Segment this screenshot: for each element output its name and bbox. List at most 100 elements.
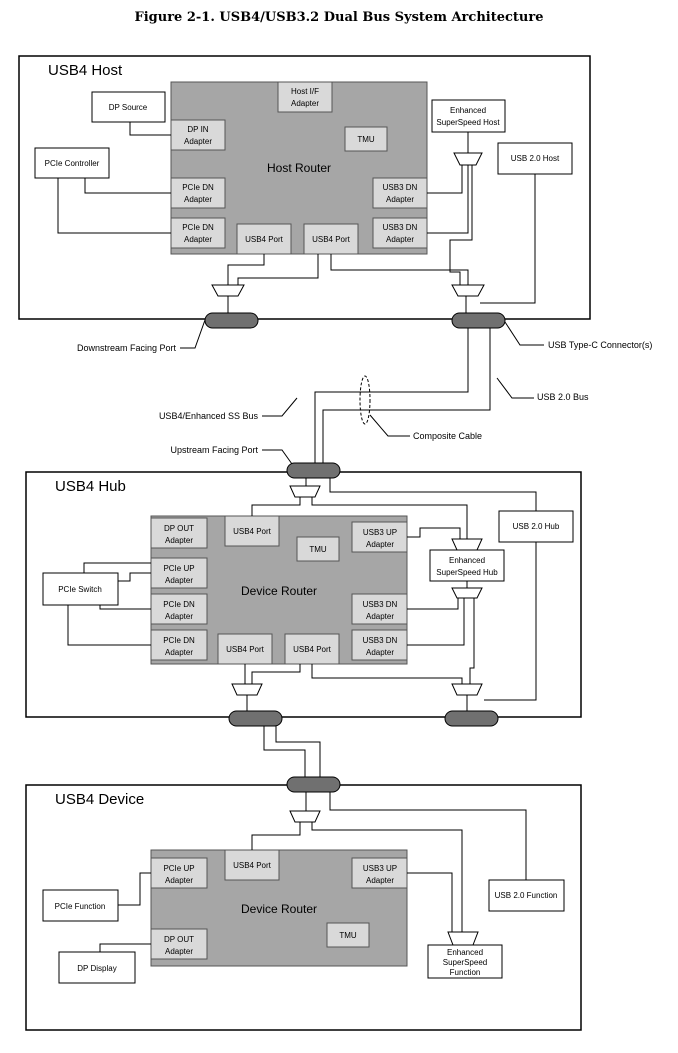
wire-switch-dn1 — [99, 605, 151, 610]
ufp-connector — [286, 462, 341, 479]
device-usb3-up-line2: Adapter — [366, 876, 394, 885]
host-usb3-dn1-line1: USB3 DN — [383, 183, 418, 192]
cable-usb2-wire — [322, 328, 491, 463]
mux-hub-top — [451, 538, 483, 551]
usb2-hub-label: USB 2.0 Hub — [513, 522, 560, 531]
ess-host-line2: SuperSpeed Host — [436, 118, 500, 127]
label-composite: Composite Cable — [413, 431, 482, 441]
ess-function-line2: SuperSpeed — [443, 958, 487, 967]
host-pcie-dn1-line1: PCIe DN — [182, 183, 214, 192]
host-dp-in-adapter — [170, 119, 226, 151]
hub-usb4-port-top — [224, 515, 280, 547]
dfp-connector-2 — [451, 312, 506, 329]
host-usb4-port1-label: USB4 Port — [245, 235, 284, 244]
device-ufp-connector — [286, 776, 341, 793]
hub-dp-out-line2: Adapter — [165, 536, 193, 545]
hub-usb3-up-line1: USB3 UP — [363, 528, 397, 537]
hub-usb4-port1-label: USB4 Port — [226, 645, 265, 654]
hub-pcie-up-line2: Adapter — [165, 576, 193, 585]
host-if-adapter-line1: Host I/F — [291, 87, 319, 96]
hub-dp-out-adapter — [150, 517, 208, 549]
hub-router-label: Device Router — [241, 584, 317, 598]
usb2-host-box — [497, 142, 573, 175]
wire-pcie-function — [118, 872, 151, 906]
ess-hub-line1: Enhanced — [449, 556, 485, 565]
dfp-connector-1 — [204, 312, 259, 329]
cable-hub-device-1 — [263, 726, 306, 777]
host-pcie-dn2-line2: Adapter — [184, 235, 212, 244]
hub-dfp-connector-2 — [444, 710, 499, 727]
wire-pcie-ctrl-2 — [57, 178, 171, 234]
mux-device-ess — [447, 931, 479, 946]
mux-host-top — [453, 152, 483, 166]
label-usb2bus: USB 2.0 Bus — [537, 392, 589, 402]
wire-dev-usb3up — [407, 872, 453, 932]
hub-pcie-dn-adapter-2 — [150, 629, 208, 661]
usb2-function-label: USB 2.0 Function — [495, 891, 558, 900]
hub-usb4-port-top-label: USB4 Port — [233, 527, 272, 536]
host-dp-in-line1: DP IN — [187, 125, 208, 134]
wire-usb3dn1-mux — [407, 598, 459, 610]
device-usb4-port — [224, 849, 280, 881]
hub-pcie-dn1-line1: PCIe DN — [163, 600, 195, 609]
wire-switch-dn2 — [67, 605, 151, 646]
wire-ess-to-mux — [449, 165, 473, 285]
device-usb4-port-label: USB4 Port — [233, 861, 272, 870]
hub-pcie-up-line1: PCIe UP — [163, 564, 194, 573]
hub-tmu — [296, 536, 340, 562]
wire-dev-usb2 — [329, 792, 527, 880]
cable-ss-wire — [314, 328, 469, 463]
hub-pcie-dn2-line1: PCIe DN — [163, 636, 195, 645]
mux-hub-ufp — [289, 485, 321, 498]
device-pcie-up-line2: Adapter — [165, 876, 193, 885]
host-if-adapter — [277, 81, 333, 113]
host-tmu — [344, 126, 388, 152]
wire-hub-usb2-up — [329, 478, 537, 511]
hub-dfp-connector-1 — [228, 710, 283, 727]
hub-pcie-dn2-line2: Adapter — [165, 648, 193, 657]
label-ufp: Upstream Facing Port — [170, 445, 258, 455]
wire-usb2-hub-down — [484, 542, 537, 701]
hub-usb3-up-adapter — [351, 521, 408, 553]
mux-device-ufp — [289, 810, 321, 823]
hub-pcie-dn-adapter-1 — [150, 593, 208, 625]
wire-ess-hub-to-mux — [469, 598, 475, 684]
device-dp-out-adapter — [150, 928, 208, 960]
callout-typec — [504, 321, 544, 346]
pcie-switch-box — [42, 572, 119, 606]
ess-function-box — [427, 944, 503, 979]
label-typec: USB Type-C Connector(s) — [548, 340, 652, 350]
host-pcie-dn2-line1: PCIe DN — [182, 223, 214, 232]
hub-usb3-dn-adapter-2 — [351, 629, 408, 661]
hub-usb4-port-2 — [284, 633, 340, 665]
dp-source-label: DP Source — [109, 103, 148, 112]
host-dp-in-line2: Adapter — [184, 137, 212, 146]
hub-pcie-up-adapter — [150, 557, 208, 589]
wire-hub-mux-port — [251, 497, 301, 516]
pcie-controller-box — [34, 147, 110, 179]
device-pcie-up-line1: PCIe UP — [163, 864, 194, 873]
wire-switch-top — [83, 562, 151, 573]
host-usb4-port-1 — [236, 223, 292, 255]
wire-port1-mux — [227, 254, 265, 285]
callout-usb2bus — [496, 377, 534, 399]
composite-cable-marker — [359, 375, 371, 425]
hub-usb3-up-line2: Adapter — [366, 540, 394, 549]
mux-hub-mid — [451, 587, 483, 599]
ess-function-line3: Function — [450, 968, 481, 977]
host-usb4-port2-label: USB4 Port — [312, 235, 351, 244]
device-tmu — [326, 922, 370, 948]
ess-host-box — [431, 99, 506, 133]
host-usb3-dn-adapter-1 — [372, 177, 428, 209]
hub-usb3-dn1-line1: USB3 DN — [363, 600, 398, 609]
wire-usb3dn1 — [427, 165, 463, 194]
device-section-title: USB4 Device — [55, 791, 144, 808]
hub-usb3-dn-adapter-1 — [351, 593, 408, 625]
wire-usb3up-mux — [407, 527, 461, 539]
dp-display-label: DP Display — [77, 964, 116, 973]
device-usb3-up-line1: USB3 UP — [363, 864, 397, 873]
wire-pcie-ctrl-1 — [84, 178, 171, 194]
pcie-controller-label: PCIe Controller — [45, 159, 100, 168]
callout-composite — [369, 414, 410, 437]
